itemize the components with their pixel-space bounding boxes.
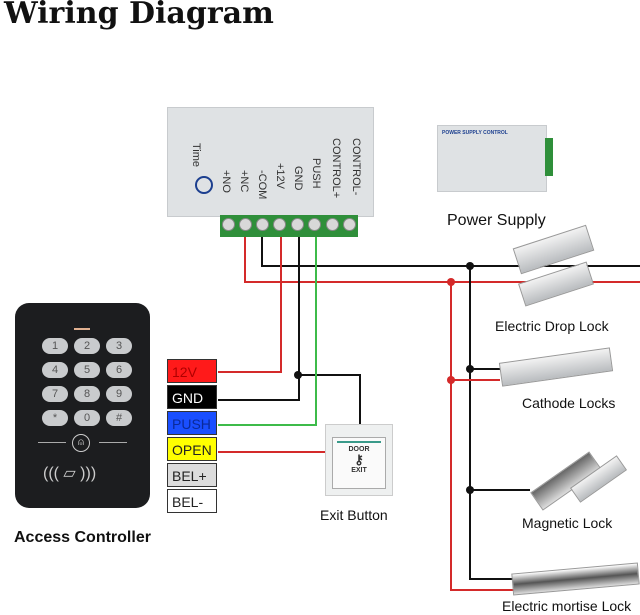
label-push: PUSH — [310, 158, 322, 189]
wire-label-push: PUSH — [167, 411, 217, 435]
label-no: +NO — [220, 170, 232, 193]
power-supply-label: Power Supply — [447, 212, 546, 229]
wire-red-lock-bus — [244, 236, 640, 283]
terminal-screw — [256, 218, 269, 231]
terminal-screw — [326, 218, 339, 231]
keypad-key[interactable]: # — [106, 410, 132, 426]
label-nc: +NC — [238, 170, 250, 193]
lock-label: Electric mortise Lock — [502, 598, 632, 614]
power-supply-header: POWER SUPPLY CONTROL — [442, 130, 508, 136]
exit-button-door-text: DOOR — [348, 446, 370, 453]
junction-dot — [466, 486, 474, 494]
junction-dot — [466, 365, 474, 373]
lock-label: Electric Drop Lock — [495, 318, 609, 334]
terminal-screw — [273, 218, 286, 231]
wire-label-open: OPEN — [167, 437, 217, 461]
wire-black-gnd — [218, 236, 300, 401]
wire-label-bel: BEL+ — [167, 463, 217, 487]
terminal-screw — [291, 218, 304, 231]
time-knob-icon — [195, 176, 213, 194]
keypad-key[interactable]: 0 — [74, 410, 100, 426]
keypad-key[interactable]: 7 — [42, 386, 68, 402]
wire-black-lock-bus — [261, 236, 640, 267]
keypad-key[interactable]: 8 — [74, 386, 100, 402]
exit-button-face: DOOR ⚷ EXIT — [332, 437, 386, 489]
diagram-title: Wiring Diagram — [4, 0, 274, 31]
keypad-key[interactable]: 2 — [74, 338, 100, 354]
junction-dot — [447, 278, 455, 286]
power-supply-image: POWER SUPPLY CONTROL — [437, 125, 547, 192]
terminal-screw — [343, 218, 356, 231]
exit-button-label: Exit Button — [320, 507, 388, 523]
bell-icon[interactable]: ⍝ — [72, 434, 90, 452]
label-time: Time — [190, 143, 202, 168]
access-controller-label: Access Controller — [14, 529, 151, 546]
keypad-key[interactable]: 4 — [42, 362, 68, 378]
power-supply-terminals — [545, 138, 553, 176]
label-com: -COM — [256, 170, 268, 200]
exit-button-exit-text: EXIT — [351, 467, 367, 474]
keypad-key[interactable]: 3 — [106, 338, 132, 354]
indicator-led — [74, 328, 90, 330]
wire-red-vertical — [450, 282, 515, 591]
keypad-key[interactable]: * — [42, 410, 68, 426]
wire-label-bel: BEL- — [167, 489, 217, 513]
keypad-key[interactable]: 6 — [106, 362, 132, 378]
terminal-screw — [239, 218, 252, 231]
exit-button-stripe — [337, 441, 381, 443]
label-control-plus: CONTROL+ — [330, 138, 342, 199]
wire-black-vertical — [469, 266, 515, 580]
keypad-key[interactable]: 9 — [106, 386, 132, 402]
junction-dot — [447, 376, 455, 384]
terminal-screw — [308, 218, 321, 231]
controller-box: Time +NO +NC -COM +12V GND PUSH CONTROL+… — [167, 107, 374, 217]
wire-black-exit — [299, 374, 361, 424]
wire-label-12v: 12V — [167, 359, 217, 383]
label-12v: +12V — [274, 163, 286, 189]
label-gnd: GND — [292, 166, 304, 191]
rfid-card-icon: ((( ▱ ))) — [43, 465, 97, 482]
wire-red-12v — [218, 236, 282, 373]
keypad-key[interactable]: 5 — [74, 362, 100, 378]
lock-label: Magnetic Lock — [522, 515, 613, 531]
keypad-key[interactable]: 1 — [42, 338, 68, 354]
divider — [38, 442, 66, 443]
exit-button[interactable]: DOOR ⚷ EXIT — [325, 424, 393, 496]
wire-label-gnd: GND — [167, 385, 217, 409]
label-control-minus: CONTROL- — [350, 138, 362, 196]
wire-green-push — [218, 236, 317, 426]
divider — [99, 442, 127, 443]
junction-dot — [294, 371, 302, 379]
key-icon: ⚷ — [354, 452, 364, 467]
terminal-screw — [222, 218, 235, 231]
junction-dot — [466, 262, 474, 270]
lock-label: Cathode Locks — [522, 395, 616, 411]
terminal-block — [220, 215, 358, 237]
